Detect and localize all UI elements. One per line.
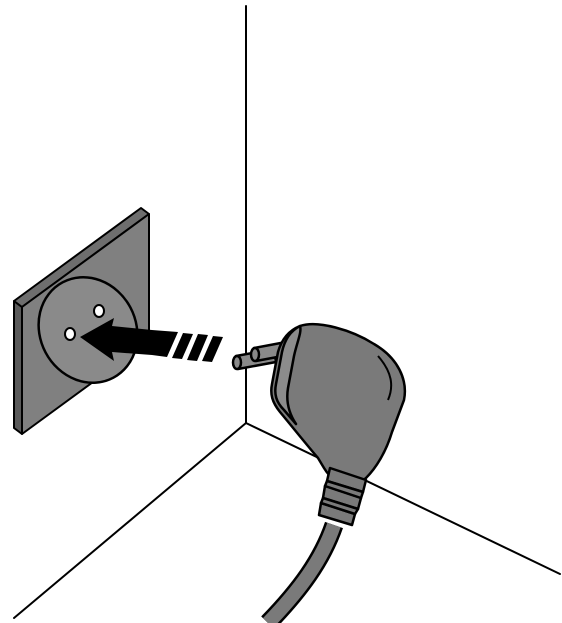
plug-pin-lower-tip <box>233 356 241 369</box>
plug-pin-upper-tip <box>251 348 259 361</box>
floor-left-edge <box>14 423 246 618</box>
power-plug-icon <box>233 324 405 525</box>
cable-fill <box>268 525 334 623</box>
plug-strain-relief <box>319 468 366 525</box>
socket-hole-left <box>65 328 75 340</box>
socket-side <box>14 301 22 434</box>
arrow-stripe-1 <box>152 330 178 357</box>
socket-hole-right <box>94 305 104 317</box>
floor-right-edge <box>246 423 560 574</box>
power-cable-icon <box>268 525 334 623</box>
power-socket-icon <box>14 208 156 434</box>
